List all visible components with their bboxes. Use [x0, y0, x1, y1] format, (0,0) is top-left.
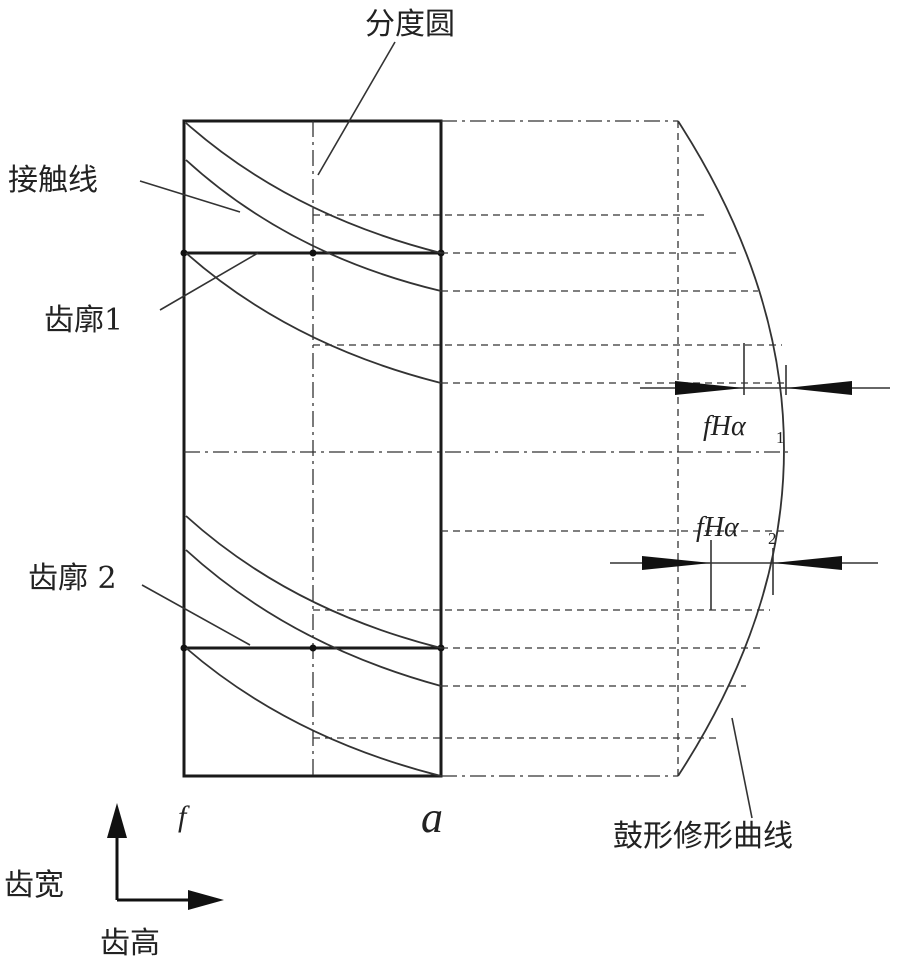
- label-axis-height: 齿高: [100, 926, 160, 961]
- leader-profile-1: [160, 253, 258, 310]
- label-contact-line: 接触线: [8, 163, 98, 198]
- dev2-arrow-right-icon: [773, 556, 842, 570]
- dev1-arrow-right-icon: [786, 381, 852, 395]
- label-pitch-circle: 分度圆: [365, 7, 455, 42]
- dev2-arrow-left-icon: [642, 556, 711, 570]
- profile-1-dot-pitch: [310, 250, 317, 257]
- label-profile-2: 齿廓 2: [28, 561, 117, 596]
- axis-width-arrow-icon: [107, 803, 127, 838]
- label-dev2: fHα: [696, 512, 740, 543]
- leader-profile-2: [142, 585, 250, 645]
- label-axis-width: 齿宽: [4, 868, 64, 903]
- crowning-curve: [678, 121, 784, 776]
- leader-crowning-curve: [732, 718, 752, 818]
- axis-height-arrow-icon: [188, 890, 224, 910]
- leader-contact-line: [140, 181, 240, 212]
- profile-2-dot-pitch: [310, 645, 317, 652]
- leader-pitch-circle: [318, 42, 395, 175]
- label-tip-mark: a: [421, 793, 443, 842]
- label-root-mark: f: [178, 800, 190, 833]
- label-dev1-sub: 1: [776, 428, 785, 447]
- label-crowning-curve: 鼓形修形曲线: [613, 819, 793, 854]
- label-profile-1: 齿廓1: [44, 303, 123, 338]
- label-dev2-sub: 2: [768, 529, 777, 548]
- label-dev1: fHα: [703, 411, 747, 442]
